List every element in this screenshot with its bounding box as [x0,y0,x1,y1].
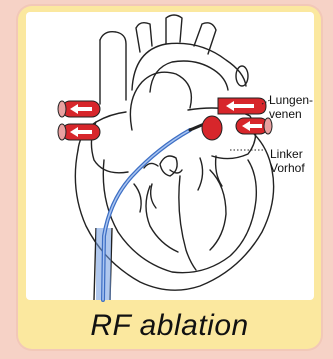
pulmonary-vein-left-upper [58,101,100,117]
pulmonary-trunk [130,72,191,130]
slide-caption: RF ablation [18,303,321,349]
septum [179,176,196,270]
label-left-atrium-line2: Vorhof [270,161,305,175]
label-left-atrium-line1: Linker [270,147,303,161]
tricuspid-valve [134,184,156,212]
carotid-artery [166,15,182,44]
label-pulmonary-veins-line2: venen [269,107,302,121]
pulmonary-vein-left-lower [58,124,100,140]
ablation-catheter [103,120,214,300]
superior-vena-cava [100,32,126,100]
aortic-arch [132,43,246,90]
mitral-valve [198,156,222,190]
pulmonary-vein-ostium [202,116,222,140]
pulmonary-vein-right-lower [236,118,272,134]
brachiocephalic-artery [136,23,152,52]
pulmonary-veins-right [202,98,272,140]
subclavian-artery [194,23,216,54]
label-pulmonary-veins-line1: Lungen- [269,93,313,107]
pulmonary-veins-left [58,101,100,140]
pulmonary-vein-right-upper [218,98,266,114]
